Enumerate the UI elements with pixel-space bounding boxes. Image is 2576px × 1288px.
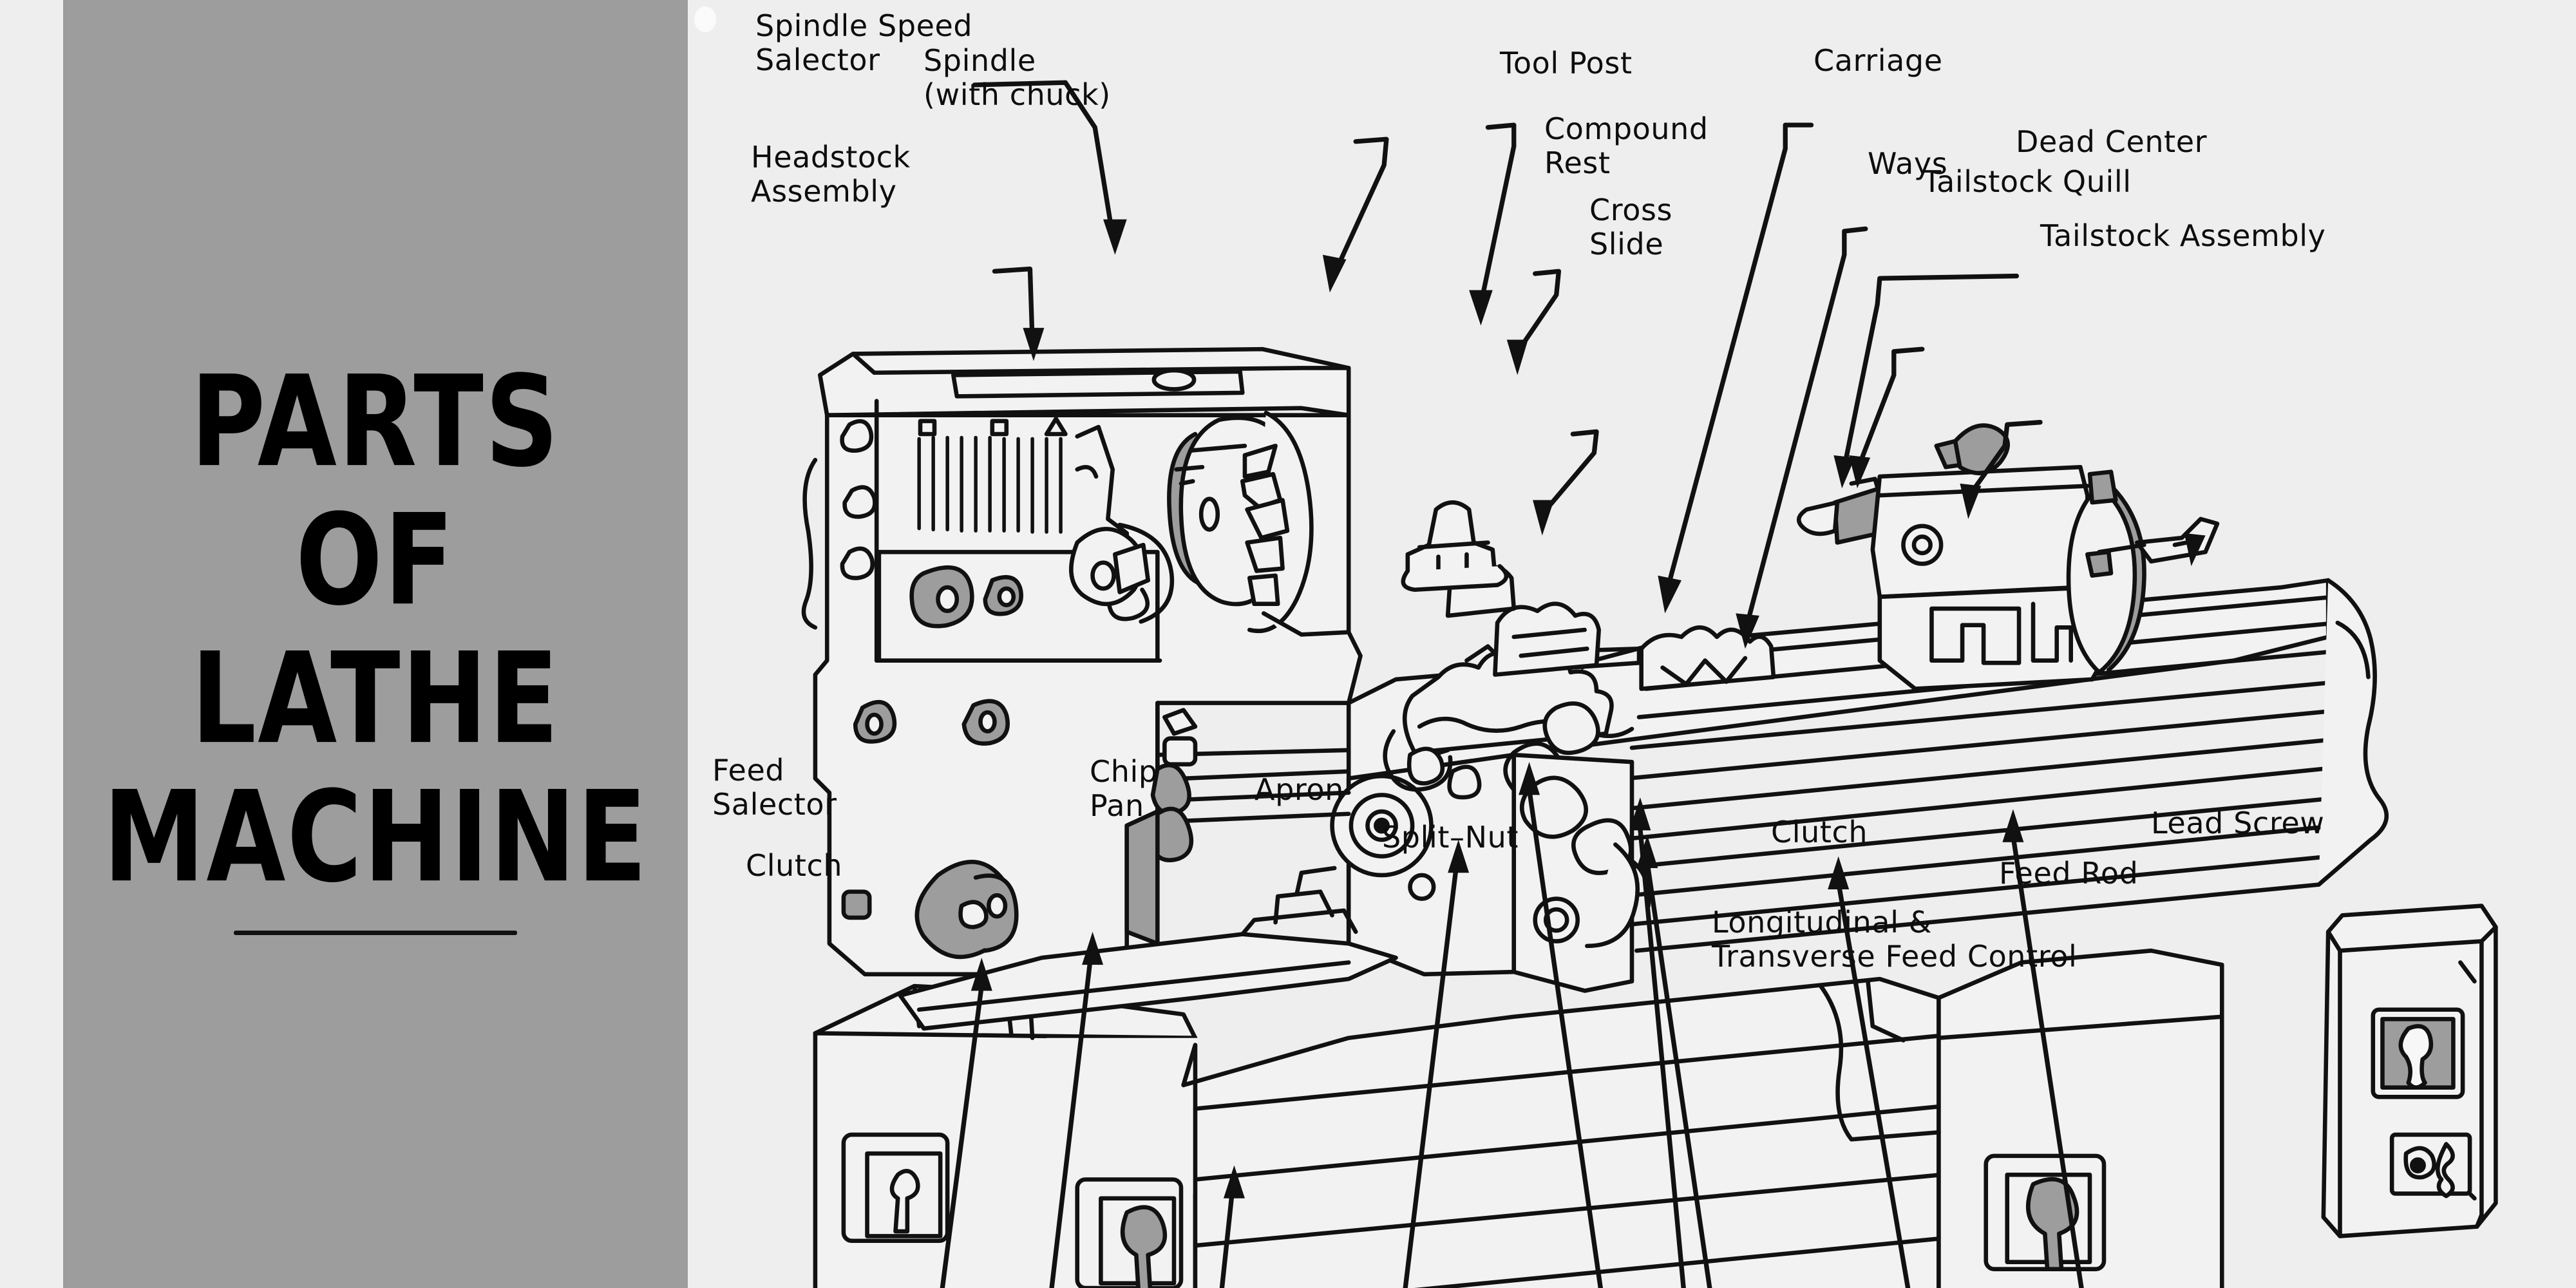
callout-ways: Ways	[1868, 146, 1948, 181]
lathe-diagram: Spindle Speed Salector Headstock Assembl…	[688, 0, 2576, 1288]
title-panel: PARTS OF LATHE MACHINE	[63, 0, 688, 1288]
callout-longitudinal-feed: Longitudinal & Transverse Feed Control	[1712, 905, 2078, 974]
callout-clutch-left: Clutch	[746, 848, 843, 883]
callout-lead-screw: Lead Screw	[2151, 806, 2325, 840]
callout-split-nut: Split–Nut	[1382, 820, 1519, 855]
paper-speck	[694, 6, 716, 32]
callout-feed-selector: Feed Salector	[712, 753, 837, 822]
callout-headstock-assembly: Headstock Assembly	[751, 140, 911, 209]
callout-spindle-with-chuck: Spindle (with chuck)	[923, 43, 1111, 113]
title-underline	[234, 930, 517, 935]
callout-tailstock-quill: Tailstock Quill	[1923, 164, 2132, 199]
callout-chip-pan: Chip Pan	[1090, 754, 1158, 824]
callout-cross-slide: Cross Slide	[1589, 193, 1673, 262]
title-line-4: MACHINE	[102, 764, 649, 911]
lathe-illustration	[801, 80, 2498, 1288]
callout-spindle-speed-selector: Spindle Speed Salector	[755, 8, 973, 78]
callout-compound-rest: Compound Rest	[1544, 111, 1709, 181]
callout-clutch-right: Clutch	[1771, 815, 1868, 849]
callout-tool-post: Tool Post	[1500, 46, 1633, 80]
callout-tailstock-assembly: Tailstock Assembly	[2040, 218, 2326, 253]
callout-carriage: Carriage	[1814, 43, 1943, 78]
callout-dead-center: Dead Center	[2016, 124, 2208, 159]
title-line-1: PARTS	[191, 349, 560, 495]
title-line-2: OF	[295, 488, 456, 634]
callout-apron: Apron	[1255, 772, 1344, 807]
title-line-3: LATHE	[191, 626, 560, 772]
callout-feed-rod: Feed Rod	[1999, 856, 2139, 891]
